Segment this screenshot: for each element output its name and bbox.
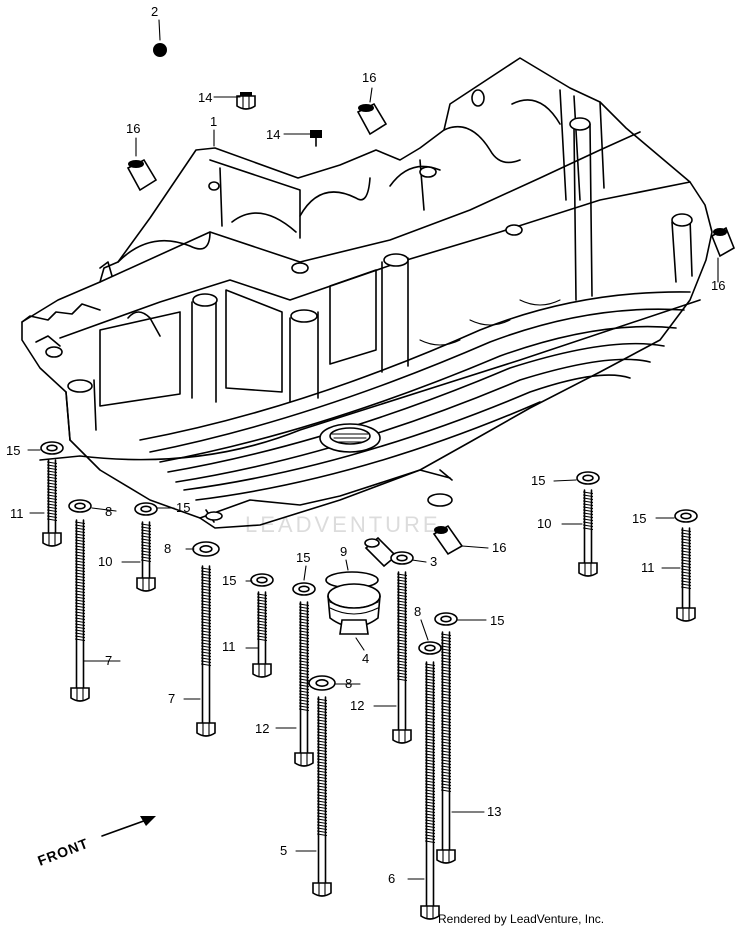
- leader-line: [91, 507, 117, 512]
- bolt-part-7: [70, 519, 90, 702]
- washer-part-15: [250, 573, 274, 587]
- callout-5: 5: [280, 843, 287, 858]
- washer-part-15: [134, 502, 158, 516]
- leader-line: [553, 479, 577, 482]
- screw-part-14-lower: [310, 130, 322, 147]
- bolt-part-10: [578, 489, 598, 577]
- callout-16: 16: [362, 70, 376, 85]
- callout-15: 15: [490, 613, 504, 628]
- dowel-pin-part-16-c: [710, 226, 736, 258]
- dowel-pin-part-16-d: [432, 524, 464, 556]
- callout-8: 8: [164, 541, 171, 556]
- washer-part-8: [68, 499, 92, 513]
- callout-16: 16: [492, 540, 506, 555]
- leader-line: [158, 19, 161, 41]
- bolts-and-washers: [40, 95, 698, 920]
- leader-line: [345, 559, 349, 571]
- callout-8: 8: [105, 504, 112, 519]
- dowel-pin-part-16-a: [126, 158, 158, 192]
- leader-line: [303, 565, 307, 581]
- washer-part-15: [674, 509, 698, 523]
- callout-15: 15: [176, 500, 190, 515]
- leader-line: [420, 619, 429, 641]
- bolt-part-12: [392, 571, 412, 744]
- washer-part-8: [308, 675, 336, 691]
- bolt-part-11: [42, 459, 62, 547]
- bolt-part-11: [676, 527, 696, 622]
- lower-crankcase: [21, 57, 713, 529]
- bolt-part-7: [196, 565, 216, 737]
- callout-6: 6: [388, 871, 395, 886]
- bolt-part-5: [312, 696, 332, 897]
- washer-part-15: [576, 471, 600, 485]
- callout-12: 12: [255, 721, 269, 736]
- callout-15: 15: [632, 511, 646, 526]
- callout-16: 16: [126, 121, 140, 136]
- washer-part-15: [40, 441, 64, 455]
- callout-11: 11: [10, 506, 24, 521]
- callout-12: 12: [350, 698, 364, 713]
- callout-7: 7: [105, 653, 112, 668]
- callout-leader-lines: [27, 19, 719, 880]
- callout-15: 15: [296, 550, 310, 565]
- front-label: FRONT: [35, 835, 90, 869]
- callout-2: 2: [151, 4, 158, 19]
- callout-11: 11: [222, 639, 236, 654]
- front-arrowhead-icon: [140, 816, 156, 826]
- callout-15: 15: [6, 443, 20, 458]
- callout-14: 14: [198, 90, 212, 105]
- washer-part-8: [418, 641, 442, 655]
- washer-part-8: [192, 541, 220, 557]
- callout-9: 9: [340, 544, 347, 559]
- drain-plug-part-4: [327, 583, 381, 635]
- callout-10: 10: [98, 554, 112, 569]
- callout-7: 7: [168, 691, 175, 706]
- callout-3: 3: [430, 554, 437, 569]
- callout-10: 10: [537, 516, 551, 531]
- washer-part-8: [390, 551, 414, 565]
- steel-ball-part-2: [153, 43, 167, 57]
- callout-4: 4: [362, 651, 369, 666]
- callout-15: 15: [222, 573, 236, 588]
- collar-part-3: [364, 536, 398, 568]
- leader-line: [369, 87, 373, 103]
- dowel-pin-part-16-b: [356, 102, 388, 136]
- callout-14: 14: [266, 127, 280, 142]
- bolt-part-13: [436, 631, 456, 864]
- washer-part-15: [292, 582, 316, 596]
- watermark: LEADVENTURE: [245, 512, 441, 537]
- callout-8: 8: [414, 604, 421, 619]
- leader-line: [411, 559, 427, 563]
- bolt-part-10: [136, 521, 156, 592]
- callout-labels: 2 14 14 16 16 1 16 15 11 8 15 10 8 15 9 …: [6, 4, 725, 886]
- callout-11: 11: [641, 560, 655, 575]
- callout-1: 1: [210, 114, 217, 129]
- front-direction-indicator: FRONT: [35, 816, 156, 869]
- washer-part-15: [434, 612, 458, 626]
- bolt-part-6: [420, 661, 440, 920]
- callout-15: 15: [531, 473, 545, 488]
- credit-text: Rendered by LeadVenture, Inc.: [438, 912, 605, 926]
- callout-16: 16: [711, 278, 725, 293]
- bolt-part-11: [252, 591, 272, 678]
- callout-8: 8: [345, 676, 352, 691]
- callout-13: 13: [487, 804, 501, 819]
- bolt-part-12: [294, 601, 314, 767]
- leader-line: [355, 637, 365, 651]
- leader-line: [461, 545, 489, 549]
